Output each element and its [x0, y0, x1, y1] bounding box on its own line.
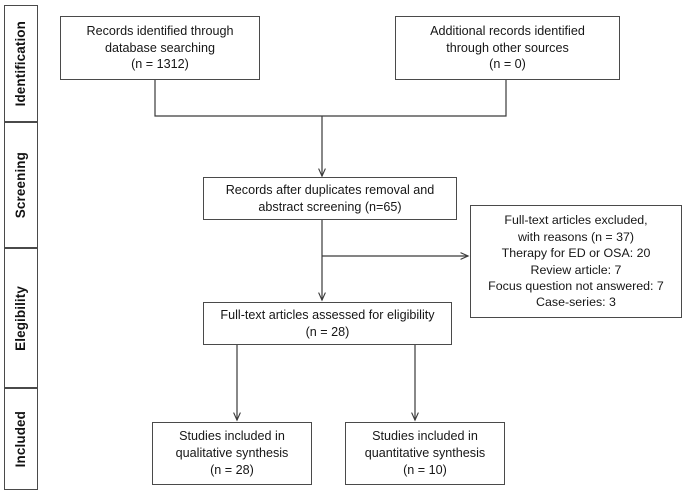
stage-label-screening: Screening — [4, 122, 38, 248]
box-line: with reasons (n = 37) — [517, 229, 635, 244]
stage-label-text: Elegibility — [13, 285, 29, 351]
connector-identification-left — [154, 80, 322, 117]
box-line: qualitative synthesis — [175, 446, 289, 461]
box-records-identified-database: Records identified through database sear… — [60, 16, 260, 80]
connector-identification-right — [322, 80, 507, 117]
box-line: abstract screening (n=65) — [258, 199, 402, 214]
box-line: quantitative synthesis — [364, 446, 486, 461]
stage-label-eligibility: Elegibility — [4, 248, 38, 388]
box-fulltext-articles-assessed: Full-text articles assessed for eligibil… — [203, 302, 452, 345]
box-line: Case-series: 3 — [536, 295, 616, 310]
box-line: Review article: 7 — [530, 262, 622, 277]
box-line: Therapy for ED or OSA: 20 — [501, 246, 651, 261]
stage-label-text: Screening — [13, 151, 29, 219]
box-line: Full-text articles excluded, — [504, 213, 648, 228]
box-line: through other sources — [446, 40, 569, 55]
box-line: Full-text articles assessed for eligibil… — [220, 307, 435, 322]
box-line: (n = 10) — [403, 462, 447, 477]
box-quantitative-synthesis: Studies included in quantitative synthes… — [345, 422, 505, 485]
box-line: Additional records identified — [430, 23, 585, 38]
stage-label-text: Identification — [13, 20, 29, 107]
stage-label-included: Included — [4, 388, 38, 490]
box-line: (n = 28) — [210, 462, 254, 477]
box-line: Records identified through — [86, 23, 234, 38]
box-qualitative-synthesis: Studies included in qualitative synthesi… — [152, 422, 312, 485]
stage-label-identification: Identification — [4, 5, 38, 122]
box-line: (n = 1312) — [131, 57, 189, 72]
box-line: Studies included in — [372, 429, 478, 444]
box-line: database searching — [105, 40, 215, 55]
stage-label-text: Included — [13, 410, 29, 468]
box-line: (n = 0) — [489, 57, 526, 72]
box-line: Studies included in — [179, 429, 285, 444]
box-line: Records after duplicates removal and — [225, 182, 435, 197]
box-fulltext-articles-excluded: Full-text articles excluded, with reason… — [470, 205, 682, 318]
box-additional-records-other-sources: Additional records identified through ot… — [395, 16, 620, 80]
box-records-after-duplicates: Records after duplicates removal and abs… — [203, 177, 457, 220]
box-line: (n = 28) — [305, 324, 350, 339]
box-line: Focus question not answered: 7 — [488, 278, 664, 293]
